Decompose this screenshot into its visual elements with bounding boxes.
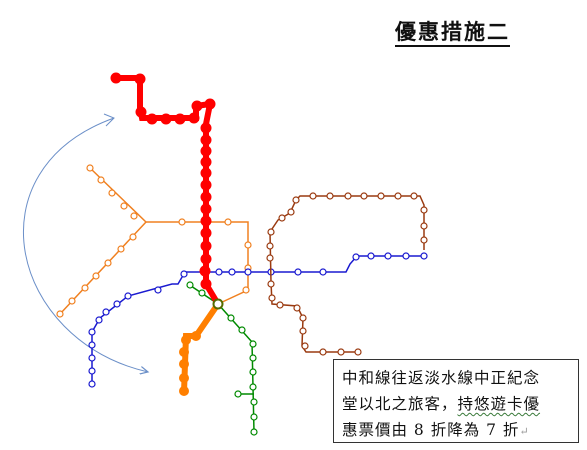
danshui-line [110,72,221,306]
note-line-3-text: 惠票價由 8 折降為 7 折 [342,421,520,439]
note-line-3: 惠票價由 8 折降為 7 折↵ [342,417,578,445]
discount-note: 中和線往返淡水線中正紀念 堂以北之旅客，持悠遊卡優 惠票價由 8 折降為 7 折… [333,359,579,443]
zhonghe-line [179,302,221,396]
transfer-arrow-start [103,113,115,127]
note-line-1: 中和線往返淡水線中正紀念 [342,369,541,387]
page-title: 優惠措施二 [395,20,510,47]
transfer-arrow [23,117,148,372]
note-line-2-highlight: 持悠遊卡優 [457,395,541,413]
bannan-line [88,252,428,388]
xindian-line [186,281,258,436]
paragraph-mark: ↵ [519,425,530,438]
note-line-2-plain: 堂以北之旅客， [342,395,458,413]
interchange-station [212,298,224,310]
note-line-2: 堂以北之旅客，持悠遊卡優 [342,391,578,417]
muzha-line [266,192,428,356]
xinzhuang-line [56,164,252,318]
